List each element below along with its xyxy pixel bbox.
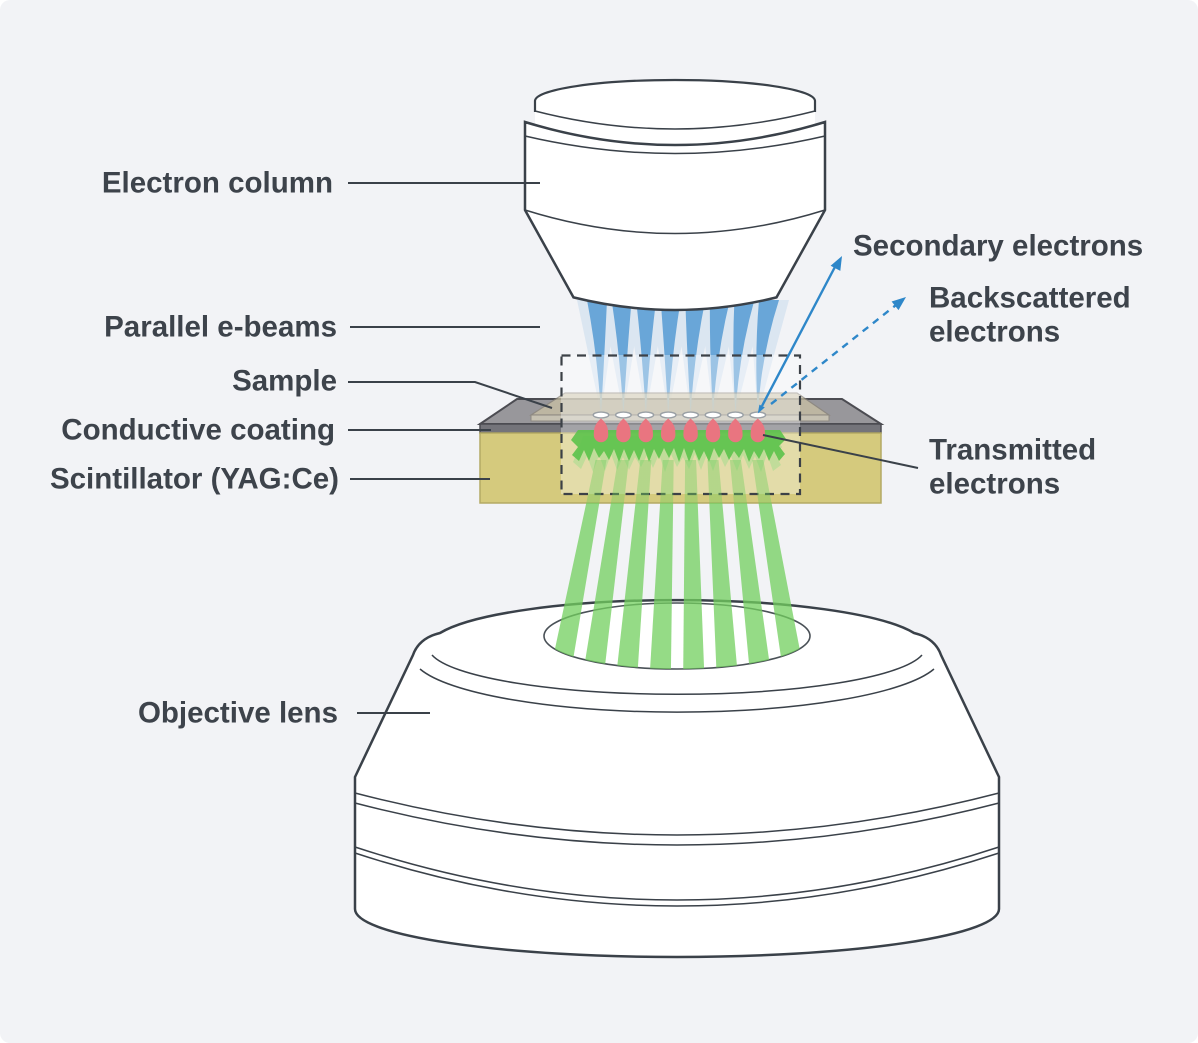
- svg-text:Parallel e-beams: Parallel e-beams: [104, 311, 337, 344]
- svg-text:Scintillator (YAG:Ce): Scintillator (YAG:Ce): [50, 463, 339, 496]
- svg-text:electrons: electrons: [929, 316, 1060, 349]
- svg-text:Backscattered: Backscattered: [929, 282, 1131, 315]
- svg-text:Conductive coating: Conductive coating: [61, 414, 335, 447]
- svg-text:electrons: electrons: [929, 468, 1060, 501]
- svg-text:Secondary electrons: Secondary electrons: [853, 230, 1143, 263]
- svg-text:Sample: Sample: [232, 365, 337, 398]
- svg-text:Objective lens: Objective lens: [138, 697, 338, 730]
- svg-text:Transmitted: Transmitted: [929, 434, 1096, 467]
- svg-text:Electron column: Electron column: [102, 167, 333, 200]
